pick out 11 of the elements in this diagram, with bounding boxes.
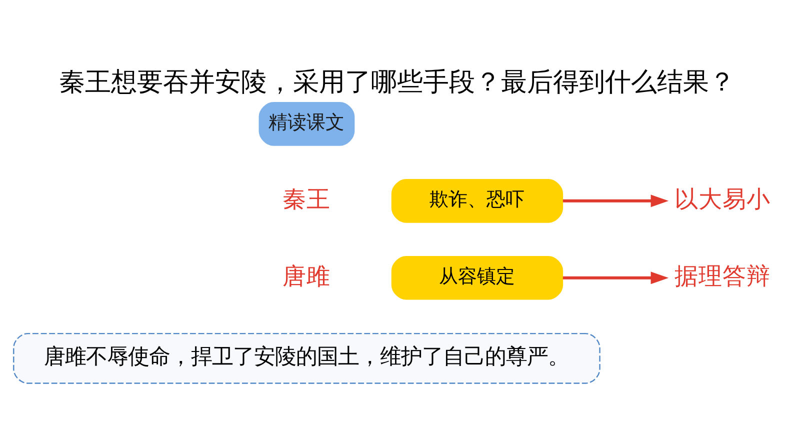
- node-box: 欺诈、恐吓: [391, 178, 564, 222]
- label: 秦王: [282, 184, 331, 212]
- diagram-title: 秦王想要吞并安陵，采用了哪些手段？最后得到什么结果？: [59, 66, 735, 97]
- arrow: [562, 194, 669, 207]
- node-box: 精读课文: [258, 102, 355, 146]
- node-box: 唐雎不辱使命，捍卫了安陵的国土，维护了自己的尊严。: [13, 332, 600, 384]
- label: 唐雎: [282, 261, 331, 290]
- arrow: [562, 271, 669, 284]
- node-text: 据理答辩: [674, 261, 770, 290]
- node-box: 从容镇定: [391, 255, 564, 300]
- node-text: 以大易小: [674, 184, 770, 212]
